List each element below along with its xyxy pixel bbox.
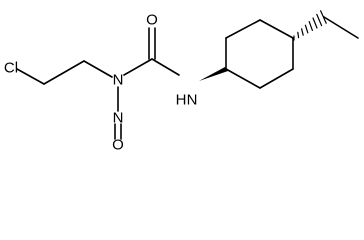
bond-cl-c1 xyxy=(16,68,45,85)
bond-c2-n1 xyxy=(83,60,113,78)
bond-c8-c9 xyxy=(323,16,359,39)
atom-oxygen-nitroso: O xyxy=(112,137,124,153)
atom-chlorine: Cl xyxy=(4,60,18,77)
atom-hydrogen-amine: H xyxy=(176,92,187,109)
wedge-bond-n2-c4 xyxy=(199,67,228,81)
bond-c1-c2 xyxy=(43,60,85,85)
bond-c3-n2 xyxy=(151,58,180,76)
ring-bond-5 xyxy=(259,68,294,89)
atom-oxygen-carbonyl: O xyxy=(146,12,158,29)
hashed-wedge-c7-c8 xyxy=(293,10,327,41)
atom-nitrogen-amide: N xyxy=(113,72,124,89)
atom-nitrogen-nitroso: N xyxy=(113,110,124,127)
ring-bond-6 xyxy=(225,68,261,89)
chemical-structure: Cl N O H N N O xyxy=(4,10,359,153)
ring-bond-3 xyxy=(259,19,294,39)
bond-n1-c3 xyxy=(123,58,153,76)
atom-nitrogen-amine: N xyxy=(187,92,198,109)
atom-labels: Cl N O H N N O xyxy=(4,12,198,153)
ring-bond-2 xyxy=(225,19,261,39)
bonds xyxy=(16,10,359,140)
